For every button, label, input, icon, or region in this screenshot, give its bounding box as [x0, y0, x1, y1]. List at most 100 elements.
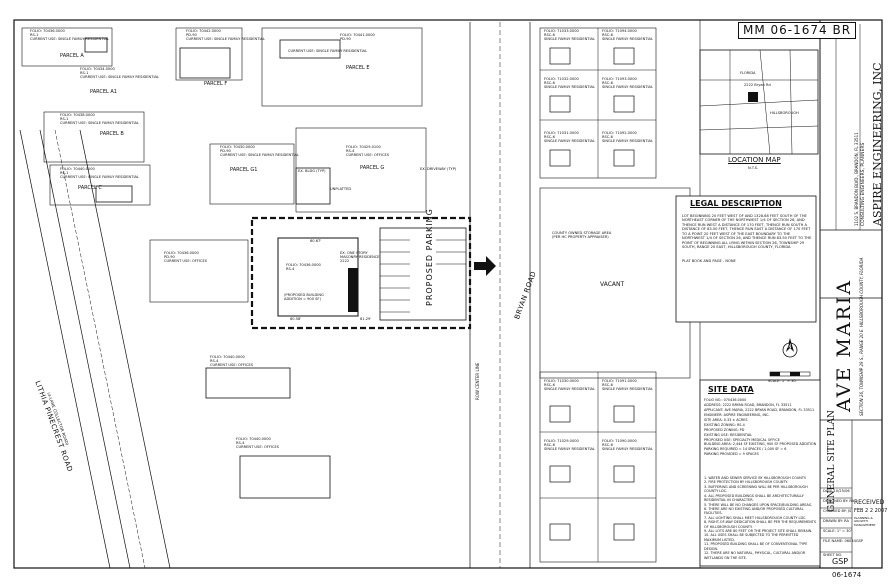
site-data-line: EXISTING USE: RESIDENTIAL	[704, 432, 753, 437]
site-data-line: FOLIO NO.: 070436.0000	[704, 398, 747, 402]
folio-label: FOLIO: 70438.0000	[60, 113, 95, 117]
addition-label: (PROPOSED BUILDING ADDITION = 900 SF)	[284, 293, 324, 301]
folio-label: FOLIO: 71031.0000	[544, 131, 579, 135]
site-data-list: FOLIO NO.: 070436.0000 ADDRESS: 2222 BRY…	[704, 398, 816, 457]
dim-right: 61.29'	[360, 317, 372, 321]
scale-label: SCALE:	[823, 529, 836, 533]
dim-top: 60.67'	[310, 239, 322, 243]
general-notes: 1. WATER AND SEWER SERVICE BY HILLSBOROU…	[704, 476, 816, 560]
zoning-label: RS-4	[346, 148, 355, 153]
parcel-f-label: PARCEL F	[204, 81, 228, 87]
folio-label: FOLIO: 71033.0000	[544, 29, 579, 33]
sheet-no-label: SHEET NO.	[823, 553, 843, 557]
use-label: CURRENT USE: OFFICES	[346, 152, 390, 157]
site-data-line: APPLICANT: AVE MARIA, 2222 BRYAN ROAD, B…	[704, 407, 815, 412]
folio-label: FOLIO: 70442.0000	[186, 29, 221, 33]
received-by: PLANNING & GROWTH MANAGEMENT	[854, 516, 876, 527]
zoning-label: RSC-6	[544, 382, 555, 387]
checked-row: CHECKED BY: JS	[823, 509, 851, 514]
site-data-title: SITE DATA	[708, 385, 754, 394]
note-item: 8. RIGHT-OF-WAY DEDICATION SHALL BE PER …	[704, 520, 816, 529]
residence-label: EX. ONE STORY MASONRY RESIDENCE 2222	[340, 251, 380, 263]
bottom-drawing-number: 06-1674	[832, 571, 862, 579]
file-row: FILE NAME: 06034GSP	[823, 539, 863, 544]
sheet-code: GSP	[832, 557, 849, 566]
zoning-label: RSC-6	[602, 134, 613, 139]
location-map-state: FLORIDA	[740, 71, 756, 75]
office-parcel-3: FOLIO: 70440.0000 RS-4 CURRENT USE: OFFI…	[236, 437, 279, 450]
parcel-e-use: CURRENT USE: SINGLE FAMILY RESIDENTIAL	[288, 49, 367, 53]
location-map-title: LOCATION MAP	[728, 156, 781, 164]
site-folio: FOLIO: 70436.0000 RS-4	[286, 263, 321, 272]
zoning-label: PD-90	[186, 32, 197, 37]
parcel-e-label: PARCEL E	[346, 65, 370, 71]
office-parcel-2: FOLIO: 70440.0000 RS-4 CURRENT USE: OFFI…	[210, 355, 253, 368]
folio-label: FOLIO: 70430.0000	[220, 145, 255, 149]
note-item: 9. ALL LOTS ARE 80 FEET OR THE PROJECT S…	[704, 529, 813, 534]
company-address: 1102 S. BRANDON BLVD., BRANDON, FL 33511	[854, 132, 859, 226]
zoning-label: RS-1	[30, 32, 39, 37]
zoning-label: RS-4	[210, 358, 219, 363]
dim-bottom: 60.58'	[290, 317, 302, 321]
sheet-title: GENERAL SITE PLAN	[827, 410, 837, 512]
note-item: 6. THERE ARE NO EXISTING AND/OR PROPOSED…	[704, 506, 804, 516]
scale-row: SCALE: 1" = 30'	[823, 529, 852, 534]
north-arrow-label: N	[787, 343, 792, 350]
date-value: 10/25/06	[833, 489, 850, 493]
legal-description-footer: PLAT BOOK AND PAGE - NONE	[682, 259, 736, 263]
site-data-line: ENGINEER: ASPIRE ENGINEERING, INC.	[704, 412, 770, 417]
use-label: SINGLE FAMILY RESIDENTIAL	[544, 36, 595, 41]
folio-label: FOLIO: 71032.0000	[544, 77, 579, 81]
zoning-label: RSC-6	[544, 32, 555, 37]
use-label: SINGLE FAMILY RESIDENTIAL	[602, 84, 653, 89]
use-label: SINGLE FAMILY RESIDENTIAL	[544, 386, 595, 391]
parcel-g1-info: FOLIO: 70430.0000 PD-90 CURRENT USE: SIN…	[220, 145, 299, 158]
note-item: 11. PROPOSED BUILDING SHALL BE OF CONVEN…	[704, 542, 808, 551]
parcel-a-info: FOLIO: 70436.0000 RS-1 CURRENT USE: SING…	[30, 29, 109, 42]
use-label: CURRENT USE: SINGLE FAMILY RESIDENTIAL	[60, 120, 139, 125]
zoning-label: PD-90	[220, 148, 231, 153]
drawing-number: MM 06-1674 BR	[738, 22, 857, 40]
note-item: 7. ALL LIGHTING SHALL MEET HILLSBOROUGH …	[704, 515, 807, 520]
parcel-b-info: FOLIO: 70438.0000 RS-1 CURRENT USE: SING…	[60, 113, 139, 126]
drawn-value: RA	[844, 519, 849, 523]
use-label: SINGLE FAMILY RESIDENTIAL	[602, 446, 653, 451]
date-row: DATE 10/25/06	[823, 489, 850, 494]
county-storage-label: COUNTY OWNED STORAGE AREA (PER HC PROPER…	[552, 231, 612, 239]
site-data-line: ADDRESS: 2222 BRYAN ROAD, BRANDON, FL 33…	[704, 402, 792, 407]
parcel-g1-label: PARCEL G1	[230, 167, 258, 173]
received-date: FEB 2 2 2007	[854, 508, 888, 514]
location-map-county: HILLSBOROUGH	[770, 111, 799, 115]
zoning-label: RSC-6	[602, 32, 613, 37]
use-label: CURRENT USE: SINGLE FAMILY RESIDENTIAL	[80, 74, 159, 79]
note-item: 3. BUFFERING AND SCREENING WILL BE PER H…	[704, 484, 808, 494]
folio-label: FOLIO: 71094.0000	[602, 29, 637, 33]
folio-label: FOLIO: 71090.0000	[602, 439, 637, 443]
company-sub: CONSULTING ENGINEERS, PLANNERS	[861, 142, 866, 226]
folio-label: FOLIO: 70440.0000	[60, 167, 95, 171]
parcel-g-label: PARCEL G	[360, 165, 385, 171]
site-data-line: EXISTING ZONING: RS-4	[704, 422, 745, 427]
proposed-parking-label: PROPOSED PARKING	[425, 208, 434, 306]
parcel-a-label: PARCEL A	[60, 53, 84, 59]
row-centerline-label: ROW CENTER LINE	[475, 362, 480, 400]
parcel-g-info: FOLIO: 70429.0100 RS-4 CURRENT USE: OFFI…	[346, 145, 390, 158]
zoning-label: RSC-6	[544, 80, 555, 85]
received-stamp: RECEIVED	[854, 499, 885, 506]
zoning-label: PD-90	[164, 254, 175, 259]
use-label: CURRENT USE: SINGLE FAMILY RESIDENTIAL	[186, 36, 265, 41]
site-data-line: SITE AREA: 0.33 ± ACRES	[704, 417, 748, 422]
site-data-line: BUILDING AREA: 2,444 SF EXISTING, 900 SF…	[704, 442, 817, 447]
site-data-line: PARKING REQUIRED = 14 SPACES / 1,000 SF …	[704, 447, 787, 452]
folio-label: FOLIO: 70441.0000	[340, 33, 375, 37]
zoning-label: PD-90	[340, 36, 351, 41]
zoning-label: RS-4	[286, 266, 295, 271]
vacant-label: VACANT	[600, 281, 625, 288]
note-item: 2. FIRE PROTECTION BY HILLSBOROUGH COUNT…	[704, 480, 788, 485]
zoning-label: RSC-6	[602, 382, 613, 387]
